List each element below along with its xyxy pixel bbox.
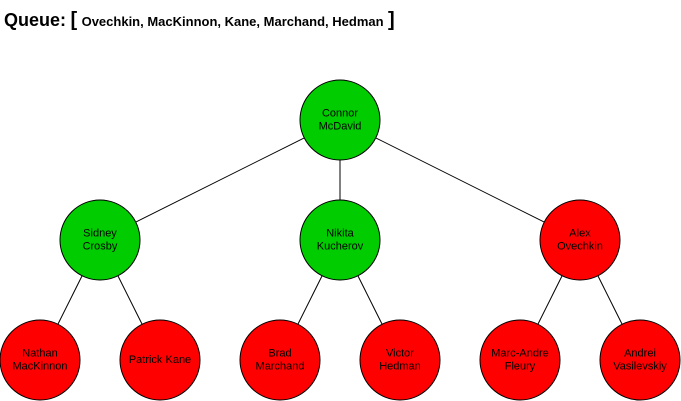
edge-ovechkin-vasilevskiy (597, 275, 623, 325)
queue-label: Queue: (4, 10, 67, 30)
node-label-vasilevskiy-line-0: Andrei (624, 348, 656, 360)
node-circle-vasilevskiy (599, 319, 681, 401)
node-label-kane-line-0: Patrick Kane (129, 354, 191, 366)
node-label-kucherov-line-1: Kucherov (317, 241, 364, 253)
node-label-mcdavid-line-0: Connor (322, 108, 358, 120)
node-label-hedman-line-0: Victor (386, 348, 414, 360)
edge-crosby-mackinnon (57, 275, 83, 325)
node-label-ovechkin-line-0: Alex (569, 228, 591, 240)
node-label-fleury-line-0: Marc-Andre (491, 348, 548, 360)
node-label-kucherov-line-0: Nikita (326, 228, 354, 240)
node-label-marchand-line-0: Brad (268, 348, 291, 360)
node-circle-mackinnon (0, 319, 81, 401)
nodes-layer: ConnorMcDavidSidneyCrosbyNikitaKucherovA… (0, 79, 681, 401)
queue-open-bracket: [ (70, 9, 78, 31)
edges-layer (57, 137, 623, 325)
node-circle-kucherov (299, 199, 381, 281)
node-label-crosby-line-1: Crosby (83, 241, 118, 253)
edge-ovechkin-fleury (537, 275, 563, 325)
node-label-mackinnon-line-0: Nathan (22, 348, 57, 360)
node-label-marchand-line-1: Marchand (256, 361, 305, 373)
queue-header: Queue: [ Ovechkin, MacKinnon, Kane, Marc… (4, 9, 395, 32)
node-label-fleury-line-1: Fleury (505, 361, 536, 373)
node-circle-marchand (239, 319, 321, 401)
node-circle-mcdavid (299, 79, 381, 161)
edge-crosby-kane (117, 275, 143, 325)
node-circle-ovechkin (539, 199, 621, 281)
edge-kucherov-marchand (297, 275, 323, 325)
queue-close-bracket: ] (388, 9, 395, 31)
node-kane: Patrick Kane (119, 319, 201, 401)
node-label-crosby-line-0: Sidney (83, 228, 117, 240)
node-label-mcdavid-line-1: McDavid (319, 121, 362, 133)
edge-mcdavid-ovechkin (375, 137, 545, 223)
node-circle-hedman (359, 319, 441, 401)
node-circle-crosby (59, 199, 141, 281)
node-circle-kane (119, 319, 201, 401)
node-label-mackinnon-line-1: MacKinnon (12, 361, 67, 373)
queue-items: Ovechkin, MacKinnon, Kane, Marchand, Hed… (81, 14, 384, 29)
node-label-ovechkin-line-1: Ovechkin (557, 241, 603, 253)
edge-mcdavid-crosby (135, 137, 305, 223)
node-circle-fleury (479, 319, 561, 401)
edge-kucherov-hedman (357, 275, 383, 325)
node-label-vasilevskiy-line-1: Vasilevskiy (613, 361, 667, 373)
node-label-hedman-line-1: Hedman (379, 361, 421, 373)
